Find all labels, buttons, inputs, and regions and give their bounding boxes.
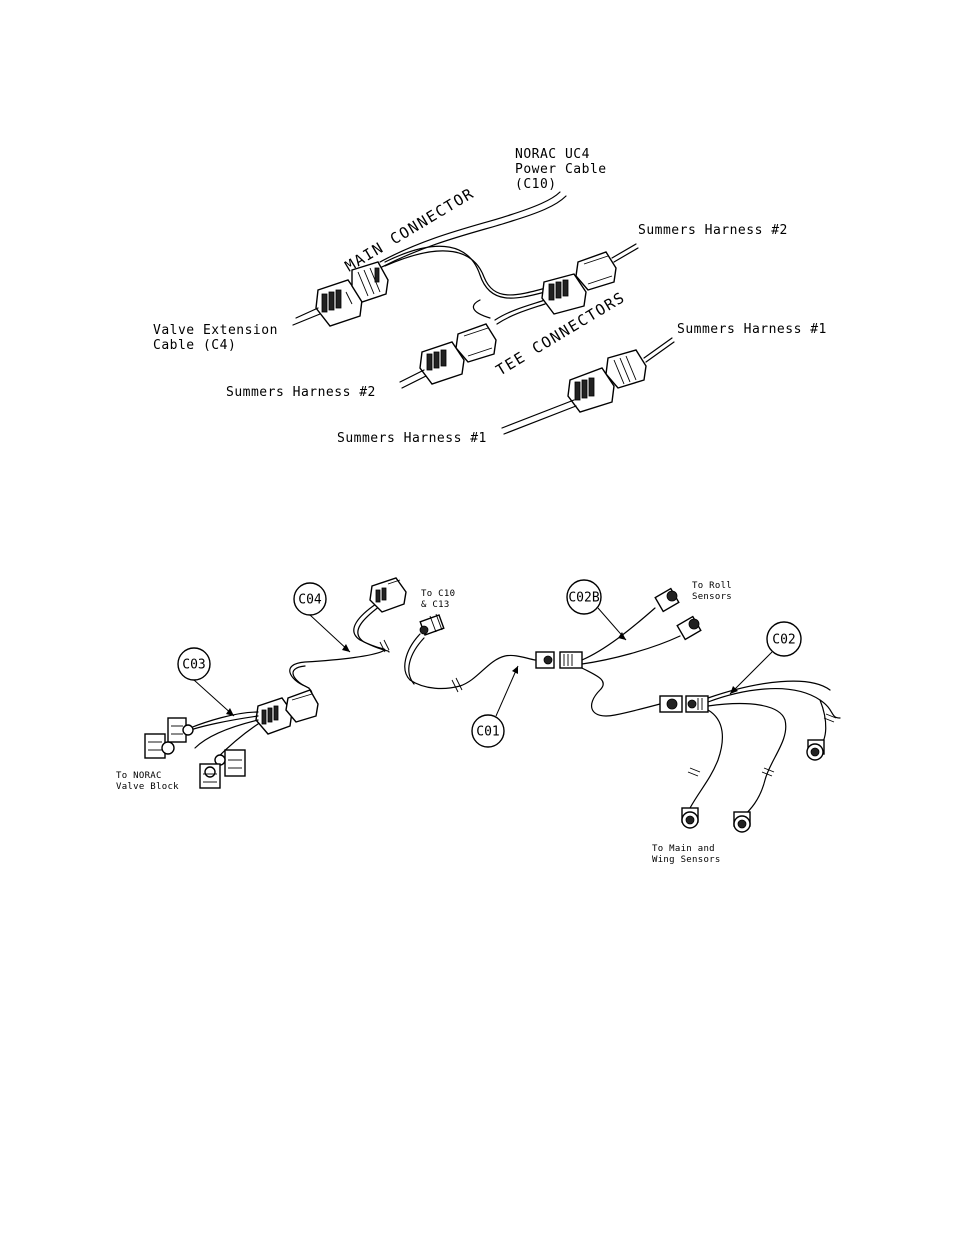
c01-cable [404, 633, 536, 693]
summers-harness-2-right-label: Summers Harness #2 [638, 223, 788, 238]
to-main-wing-sensors-label-line1: To Main and [652, 844, 715, 854]
summers-harness-1-right-label: Summers Harness #1 [677, 322, 827, 337]
callout-c01: C01 [471, 665, 519, 748]
callout-c04: C04 [293, 582, 351, 653]
callout-c02-text: C02 [772, 633, 795, 648]
summers-harness-1-bottom-connector [501, 367, 615, 435]
c04-cable [289, 603, 390, 703]
summers-harness-2-lower-connector [399, 341, 465, 389]
to-norac-valve-block-label-line2: Valve Block [116, 782, 179, 792]
norac-power-cable-label-line1: NORAC UC4 [515, 147, 590, 162]
valve-extension-cable-label-line2: Cable (C4) [153, 338, 236, 353]
c02b-cables [581, 607, 681, 717]
to-c10-c13-label-line1: To C10 [421, 589, 455, 599]
bottom-harness-diagram: C04 C03 C01 C02B C02 [116, 577, 841, 865]
callout-c01-text: C01 [476, 725, 499, 740]
to-main-wing-sensors-label-line2: Wing Sensors [652, 855, 721, 865]
c02-cables [687, 680, 841, 819]
c02-junction [659, 695, 709, 713]
to-norac-valve-block-label-line1: To NORAC [116, 771, 162, 781]
callout-c03-text: C03 [182, 658, 205, 673]
main-connector-label: MAIN CONNECTOR [342, 184, 478, 275]
summers-harness-1-right-connector [605, 337, 675, 389]
main-connector-receptacle [351, 261, 389, 303]
c01-end-connector [419, 613, 445, 636]
tee-connector-lower [455, 323, 497, 363]
main-wing-sensor-connectors [681, 739, 825, 833]
norac-power-cable [379, 191, 567, 269]
valve-block-connectors [144, 717, 246, 789]
norac-power-cable-label-line3: (C10) [515, 177, 557, 192]
top-harness-diagram: NORAC UC4 Power Cable (C10) MAIN CONNECT… [153, 147, 827, 446]
callout-c02b-text: C02B [568, 591, 599, 606]
callout-c04-text: C04 [298, 593, 322, 608]
c03-c04-connector-pair [255, 689, 319, 735]
norac-power-cable-label-line2: Power Cable [515, 162, 607, 177]
roll-sensor-connectors [654, 587, 702, 641]
c04-top-connector [369, 577, 407, 613]
main-connector-plug [292, 279, 363, 327]
callout-c02b: C02B [566, 579, 627, 641]
to-c10-c13-label-line2: & C13 [421, 600, 450, 610]
c03-valve-cables [184, 711, 259, 761]
c01-c02b-junction [535, 651, 583, 669]
to-roll-sensors-label-line2: Sensors [692, 592, 732, 602]
to-roll-sensors-label-line1: To Roll [692, 581, 732, 591]
tee-connector-upper [541, 273, 587, 315]
summers-harness-2-left-label: Summers Harness #2 [226, 385, 376, 400]
callout-c03: C03 [177, 647, 235, 717]
summers-harness-2-upper-connector [575, 243, 639, 291]
valve-extension-cable-label-line1: Valve Extension [153, 323, 278, 338]
main-to-tee-cable [384, 245, 547, 325]
summers-harness-1-bottom-label: Summers Harness #1 [337, 431, 487, 446]
callout-c02: C02 [729, 621, 802, 695]
